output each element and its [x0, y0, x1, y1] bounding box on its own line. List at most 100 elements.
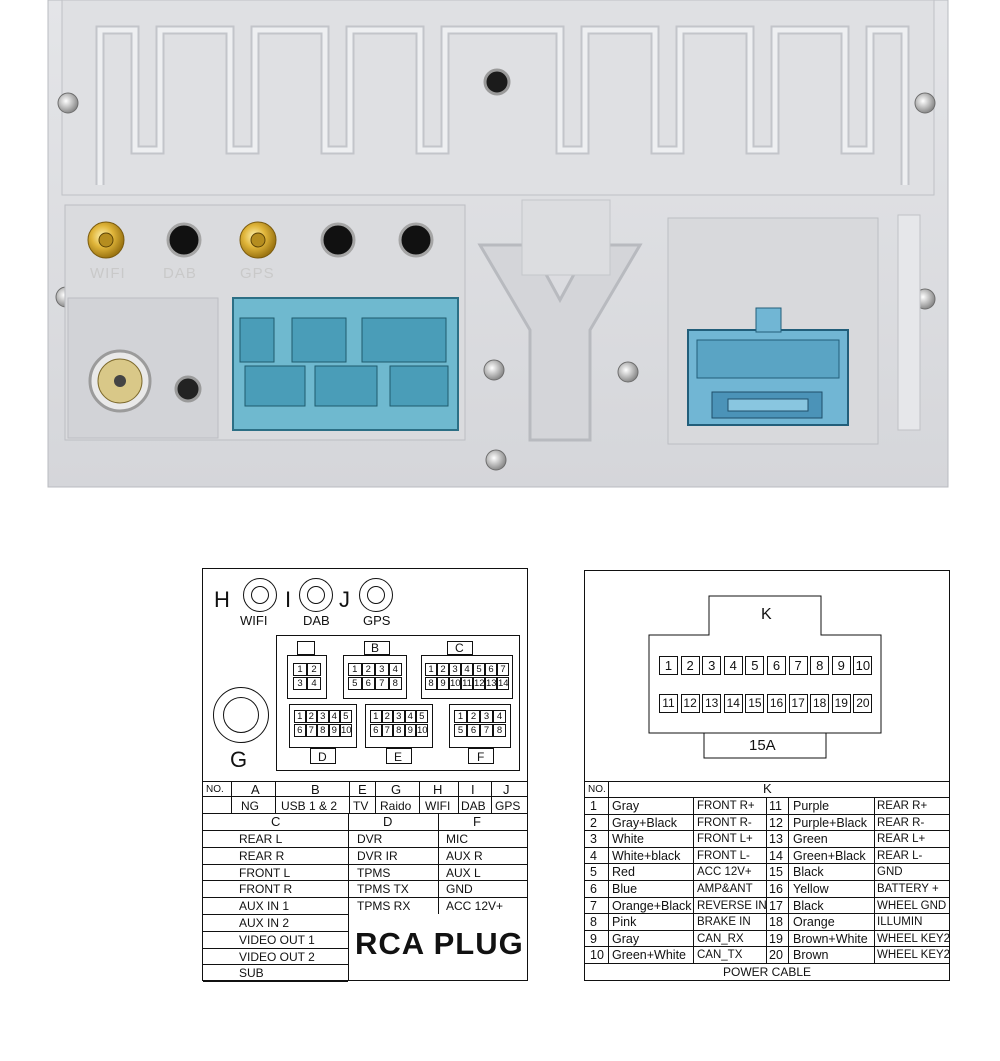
table-col-line — [458, 781, 459, 813]
photo-dab-label: DAB — [163, 265, 197, 282]
table-row-line — [585, 813, 949, 815]
power-pin: 19 — [831, 694, 851, 713]
connector-b-pin: 5 — [348, 677, 362, 690]
table-row-line — [203, 981, 348, 983]
connector-c-pin: 3 — [449, 663, 461, 676]
table-cell: ACC 12V+ — [697, 866, 752, 879]
connector-c-pin: 10 — [449, 677, 461, 690]
photo-gps-label: GPS — [240, 265, 275, 282]
table-row-line — [585, 946, 949, 948]
connector-e-pin: 5 — [416, 710, 428, 723]
connector-f-pin: 7 — [480, 724, 493, 737]
table-row-line — [203, 914, 348, 915]
table-row-line — [203, 796, 527, 797]
power-pin: 9 — [831, 656, 851, 675]
table-no-header: NO. — [206, 784, 224, 795]
table-col-line — [491, 781, 492, 813]
table-row-line — [585, 846, 949, 848]
table-d-item: TPMS TX — [357, 882, 409, 897]
table-cell: 2 — [590, 815, 597, 830]
table-col-line — [348, 813, 349, 980]
table-row-line — [203, 830, 527, 831]
connector-d-pin: 10 — [340, 724, 352, 737]
table-col-line — [349, 781, 350, 813]
table-row-line — [203, 813, 527, 814]
power-pin: 13 — [702, 694, 722, 713]
table-f-item: AUX L — [446, 865, 481, 880]
table-cell: Green — [793, 832, 828, 847]
table-head-letter: E — [358, 782, 367, 797]
power-pin: 10 — [853, 656, 873, 675]
photo-wifi-label: WIFI — [90, 265, 126, 282]
table-cell: 15 — [769, 865, 783, 880]
connector-d-tab — [310, 748, 336, 764]
connector-a-pin: 3 — [293, 677, 307, 690]
table-col-line — [788, 797, 789, 963]
connector-b-pin: 2 — [361, 663, 375, 676]
table-cell: 7 — [590, 898, 597, 913]
table-cell: WHEEL KEY2 — [877, 949, 951, 962]
connector-e-tab — [386, 748, 412, 764]
dab-port-label: DAB — [303, 613, 330, 628]
table-head-letter: B — [311, 782, 320, 797]
table-col-line — [438, 813, 439, 914]
table-cell: Purple — [793, 799, 830, 813]
power-pin: 11 — [659, 694, 678, 713]
power-connector-letter: K — [761, 606, 772, 623]
connector-f-pin: 2 — [467, 710, 480, 723]
table-cell: WHEEL KEY2 — [877, 932, 951, 945]
table-row-line — [203, 947, 348, 949]
table-cell: Orange — [793, 915, 835, 930]
table-head-letter: G — [391, 782, 402, 797]
connector-d-pin: 7 — [305, 724, 317, 737]
connector-d-pin: 2 — [305, 710, 317, 723]
connector-c-letter: C — [455, 641, 464, 655]
connector-c-pin: 1 — [425, 663, 437, 676]
table-section-letter: F — [473, 814, 481, 829]
table-cell: 12 — [769, 815, 783, 830]
connector-c-pin: 2 — [437, 663, 449, 676]
table-cell: REAR L- — [877, 849, 923, 862]
table-row-line — [585, 913, 949, 915]
connector-e-pin: 10 — [416, 724, 428, 737]
table-top-line — [585, 781, 949, 782]
table-cell: Green+Black — [793, 848, 866, 863]
table-head-value: WIFI — [425, 799, 451, 813]
table-cell: Blue — [612, 882, 638, 896]
table-col-line — [275, 781, 276, 813]
connector-a-tab — [297, 641, 315, 655]
connector-d-pin: 8 — [317, 724, 329, 737]
connector-c-pin: 4 — [461, 663, 473, 676]
table-c-item: VIDEO OUT 2 — [239, 949, 315, 964]
table-c-item: AUX IN 1 — [239, 899, 290, 914]
port-j-letter: J — [339, 587, 350, 612]
table-row-line — [585, 929, 949, 931]
table-cell: FRONT R+ — [697, 800, 755, 812]
connector-b-tab — [364, 641, 390, 655]
wifi-port-icon — [243, 578, 277, 612]
table-cell: 5 — [590, 865, 597, 880]
table-cell: WHEEL GND — [877, 899, 947, 912]
table-cell: REAR R- — [877, 816, 925, 829]
connector-d-pin: 9 — [328, 724, 340, 737]
table-cell: 13 — [769, 832, 783, 847]
table-head-letter: J — [503, 782, 510, 797]
connector-c-pin: 13 — [485, 677, 497, 690]
connector-c-pin: 9 — [437, 677, 449, 690]
connector-b-pin: 4 — [388, 663, 402, 676]
table-cell: FRONT L- — [697, 849, 750, 862]
table-cell: 3 — [590, 832, 597, 847]
table-cell: CAN_RX — [697, 932, 744, 945]
table-footer: POWER CABLE — [723, 965, 812, 979]
connector-d-pin: 4 — [328, 710, 340, 723]
table-cell: CAN_TX — [697, 949, 743, 962]
table-cell: Black — [793, 865, 824, 880]
connector-f-pin: 6 — [467, 724, 480, 737]
connector-d-pin: 6 — [294, 724, 306, 737]
table-head-letter: H — [433, 782, 443, 797]
table-cell: REVERSE IN — [697, 899, 767, 912]
power-pin: 1 — [659, 656, 678, 675]
connector-e-letter: E — [394, 750, 403, 764]
table-cell: FRONT L+ — [697, 833, 753, 846]
table-cell: 6 — [590, 882, 597, 896]
